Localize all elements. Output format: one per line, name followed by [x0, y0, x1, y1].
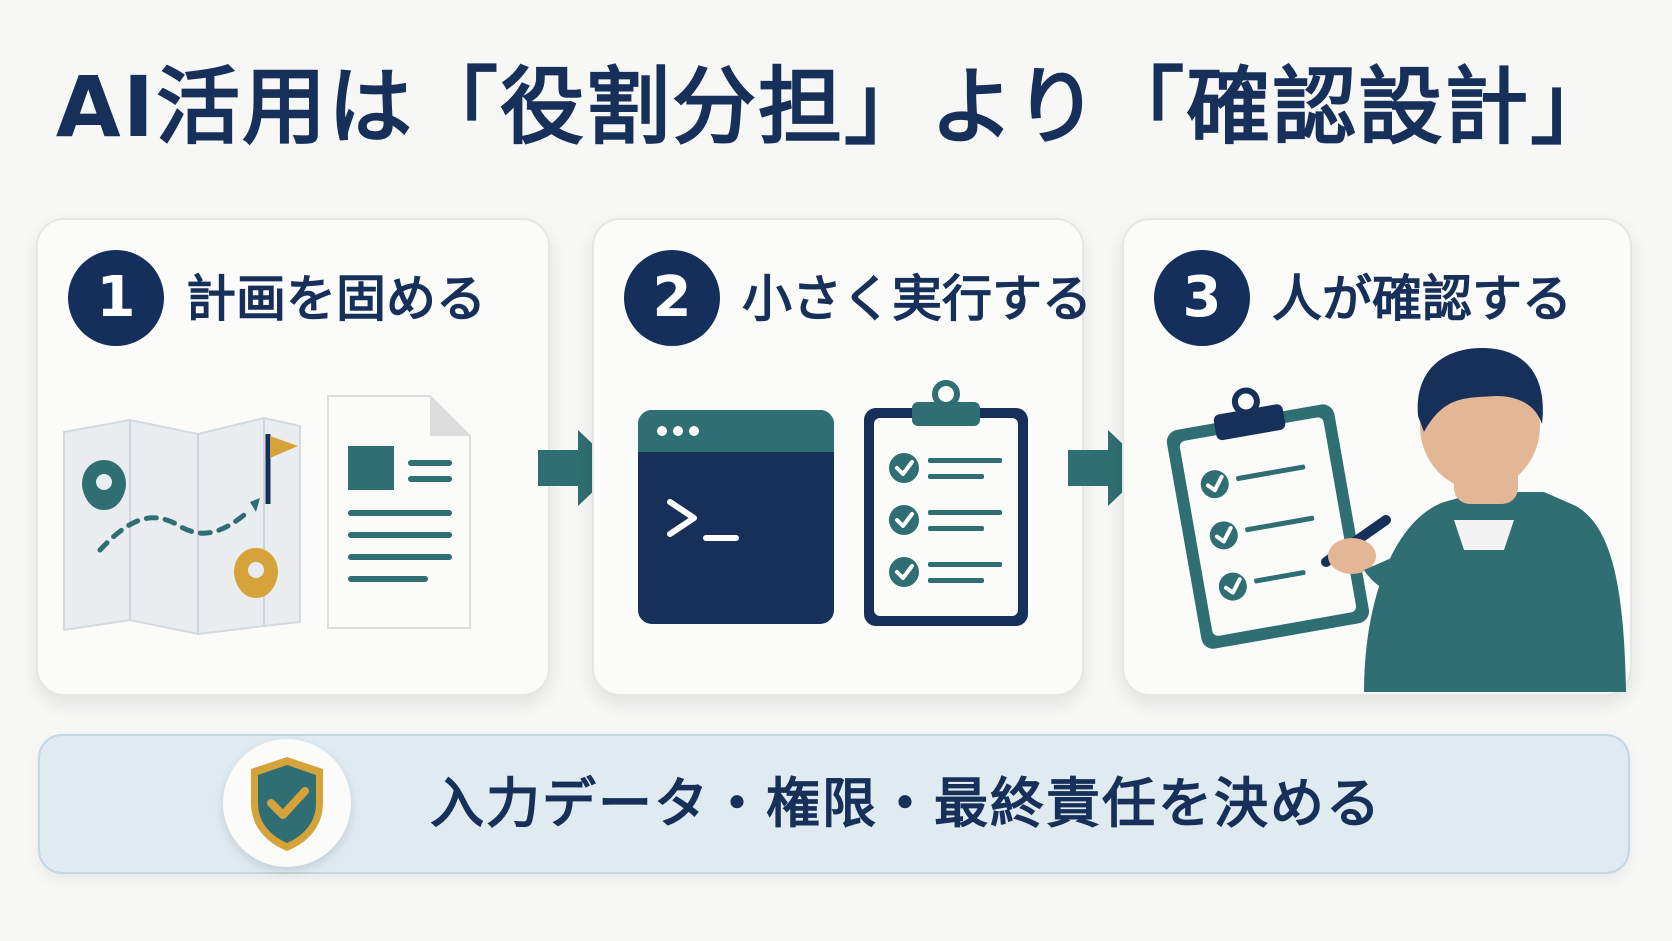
- review-illustration: [1166, 348, 1626, 692]
- checklist-icon: [864, 380, 1028, 626]
- step-label: 計画を固める: [186, 270, 486, 328]
- footer-text: 入力データ・権限・最終責任を決める: [430, 772, 1382, 835]
- step-number-badge: 3: [1154, 250, 1250, 346]
- step-card-2: 2 小さく実行する: [592, 218, 1092, 696]
- step-card-1: 1 計画を固める: [36, 218, 550, 696]
- step-card-3: 3 人が確認する: [1122, 218, 1632, 696]
- step-number-badge: 1: [68, 250, 164, 346]
- shield-badge: [223, 739, 351, 867]
- map-icon: [63, 416, 301, 636]
- terminal-icon: [638, 410, 834, 624]
- step-label: 人が確認する: [1272, 270, 1572, 328]
- step-number-badge: 2: [624, 250, 720, 346]
- checklist-icon: [1166, 387, 1370, 649]
- document-icon: [327, 395, 471, 629]
- step-label: 小さく実行する: [742, 270, 1092, 328]
- footer-banner: 入力データ・権限・最終責任を決める: [38, 734, 1630, 874]
- plan-illustration: [63, 395, 471, 636]
- person-reviewing-icon: [1321, 348, 1626, 692]
- page-title: AI活用は「役割分担」より「確認設計」: [55, 58, 1617, 156]
- shield-check-icon: [251, 757, 323, 851]
- execute-illustration: [638, 380, 1028, 626]
